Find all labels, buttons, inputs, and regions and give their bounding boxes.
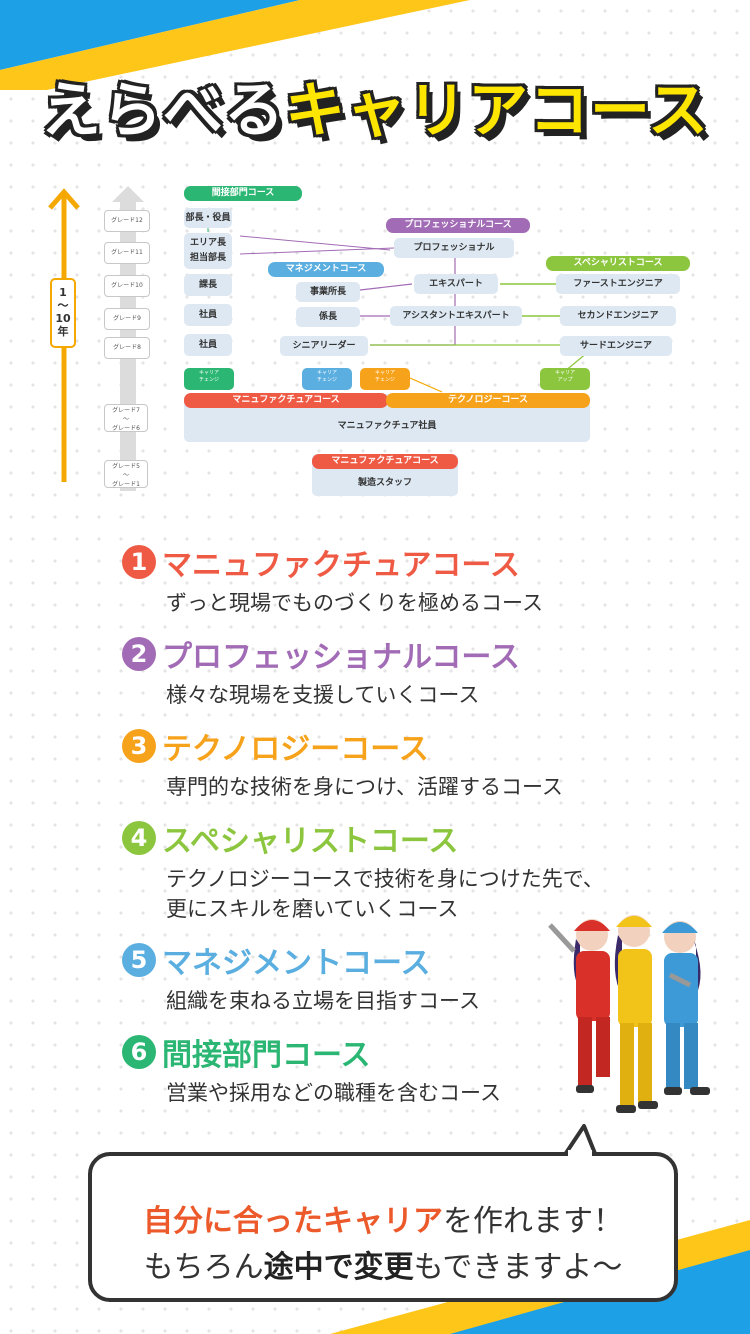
grade-5-1: グレード5 〜 グレード1 (104, 460, 148, 488)
career-up-badge: キャリア アップ (540, 368, 590, 390)
career-up-l2: アップ (557, 377, 573, 383)
grade-7-6: グレード7 〜 グレード6 (104, 404, 148, 432)
grade-10: グレード10 (104, 275, 150, 297)
career-change-3-l1: キャリア (374, 370, 395, 376)
course-desc-4a: テクノロジーコースで技術を身につけた先で、 (166, 867, 604, 891)
indirect-role-employee-2: 社員 (184, 334, 232, 356)
career-change-badge-1: キャリア チェンジ (184, 368, 234, 390)
manufacture-course-cap-2: マニュファクチュアコース (312, 454, 458, 469)
specialist-role-second-engineer: セカンドエンジニア (560, 306, 676, 326)
technology-course-cap: テクノロジーコース (386, 393, 590, 408)
grade-5-1-sep: 〜 (122, 472, 129, 479)
manufacture-course-cap: マニュファクチュアコース (184, 393, 388, 408)
career-change-1-l2: チェンジ (198, 377, 219, 383)
indirect-role-section-chief: 課長 (184, 274, 232, 296)
specialist-role-third-engineer: サードエンジニア (560, 336, 672, 356)
career-change-2-l1: キャリア (316, 370, 337, 376)
career-change-2-l2: チェンジ (316, 377, 337, 383)
course-name-5: マネジメントコース (162, 946, 431, 981)
career-change-3-l2: チェンジ (374, 377, 395, 383)
career-up-l1: キャリア (554, 370, 575, 376)
area-manager-label: エリア長 (189, 238, 226, 248)
factory-staff-label: 製造スタッフ (357, 478, 412, 488)
course-number-3: 3 (122, 729, 156, 763)
management-role-senior-leader: シニアリーダー (280, 336, 368, 356)
timeline-label: 1 〜 10年 (50, 278, 76, 348)
course-number-6: 6 (122, 1035, 156, 1069)
chart-connector-lines (207, 226, 589, 393)
bubble-line-2: もちろん途中で変更もできますよ〜 (92, 1242, 674, 1286)
course-name-2: プロフェッショナルコース (162, 640, 520, 675)
grade-1: グレード1 (112, 481, 140, 488)
speech-bubble: 自分に合ったキャリアを作れます！ もちろん途中で変更もできますよ〜 (88, 1152, 678, 1302)
indirect-role-director: 部長・役員 (184, 208, 232, 228)
grade-5: グレード5 (112, 463, 140, 470)
course-number-2: 2 (122, 637, 156, 671)
timeline-label-top: 1 (59, 286, 67, 299)
professional-role-professional: プロフェッショナル (394, 238, 514, 258)
professional-role-assistant-expert: アシスタントエキスパート (390, 306, 522, 326)
professional-role-expert: エキスパート (414, 274, 498, 294)
manufacture-staff-label: マニュファクチュア社員 (337, 421, 437, 431)
grade-7-6-sep: 〜 (122, 416, 129, 423)
grade-6: グレード6 (112, 425, 140, 432)
course-desc-5: 組織を束ねる立場を目指すコース (166, 989, 480, 1013)
course-desc-4b: 更にスキルを磨いていくコース (166, 897, 459, 921)
career-change-1-l1: キャリア (198, 370, 219, 376)
indirect-role-area-manager: エリア長 担当部長 (184, 233, 232, 269)
career-change-badge-3: キャリア チェンジ (360, 368, 410, 390)
title-part1: えらべる (41, 76, 285, 146)
bubble-line-1-emphasis: 自分に合ったキャリア (143, 1204, 443, 1239)
bubble-line-2-emphasis: 途中で変更 (263, 1250, 414, 1285)
course-desc-6: 営業や採用などの職種を含むコース (166, 1081, 501, 1105)
professional-course-cap: プロフェッショナルコース (386, 218, 530, 233)
course-number-4: 4 (122, 821, 156, 855)
bubble-line-1: 自分に合ったキャリアを作れます！ (92, 1196, 674, 1240)
grade-11: グレード11 (104, 242, 150, 264)
course-number-5: 5 (122, 943, 156, 977)
course-name-4: スペシャリストコース (162, 824, 459, 859)
dept-manager-label: 担当部長 (189, 253, 226, 263)
grade-12: グレード12 (104, 210, 150, 232)
bubble-line-2-end: もできますよ〜 (413, 1250, 623, 1285)
top-left-stripe-decoration (0, 0, 470, 90)
course-desc-1: ずっと現場でものづくりを極めるコース (166, 591, 543, 615)
grade-8: グレード8 (104, 337, 150, 359)
management-course-cap: マネジメントコース (268, 262, 384, 277)
bubble-line-2-start: もちろん (143, 1250, 264, 1285)
indirect-course-cap: 間接部門コース (184, 186, 302, 201)
grade-7: グレード7 (112, 407, 140, 414)
specialist-course-cap: スペシャリストコース (546, 256, 690, 271)
specialist-role-first-engineer: ファーストエンジニア (556, 274, 680, 294)
course-name-6: 間接部門コース (162, 1038, 371, 1073)
title-part2: キャリアコース (285, 76, 709, 146)
career-change-badge-2: キャリア チェンジ (302, 368, 352, 390)
worker-characters-illustration (548, 915, 710, 1113)
timeline-label-mid: 〜 (57, 299, 69, 312)
course-desc-3: 専門的な技術を身につけ、活躍するコース (166, 775, 563, 799)
course-name-1: マニュファクチュアコース (162, 548, 520, 583)
timeline-label-bottom: 10年 (55, 312, 71, 338)
management-role-office-head: 事業所長 (296, 282, 360, 302)
speech-bubble-tail-cover (568, 1150, 592, 1158)
indirect-role-employee-1: 社員 (184, 304, 232, 326)
bubble-line-1-rest: を作れます！ (443, 1204, 623, 1239)
grade-9: グレード9 (104, 308, 150, 330)
course-name-3: テクノロジーコース (162, 732, 429, 767)
page-title: えらべるキャリアコース (0, 62, 750, 149)
management-role-subsection-chief: 係長 (296, 307, 360, 327)
course-desc-2: 様々な現場を支援していくコース (166, 683, 480, 707)
course-number-1: 1 (122, 545, 156, 579)
